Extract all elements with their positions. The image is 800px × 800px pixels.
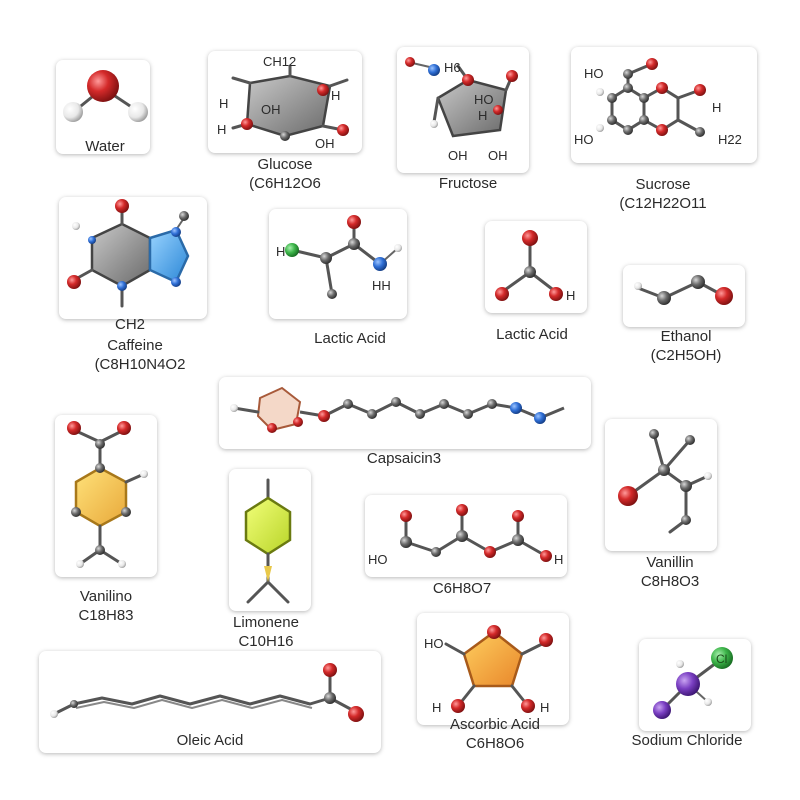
sucrose-molecule: HO H HO H22 xyxy=(571,47,757,163)
fructose-sticker: H6 H OH OH HO xyxy=(397,47,529,173)
sodium-chloride-sticker: Cl xyxy=(639,639,751,731)
caffeine-molecule xyxy=(59,197,207,319)
fructose-name: Fructose xyxy=(438,175,498,192)
vanilino-molecule xyxy=(55,415,157,577)
water-name: Water xyxy=(85,138,125,155)
oleic-acid-molecule xyxy=(39,651,381,753)
sucrose-ho-label: HO xyxy=(584,66,604,81)
limonene-name: Limonene xyxy=(233,614,299,631)
fructose-ho-label: HO xyxy=(474,92,494,107)
caffeine-ch2-label: CH2 xyxy=(114,316,145,333)
c6h8o7-h-label: H xyxy=(554,552,563,567)
fructose-h6-label: H6 xyxy=(444,60,461,75)
lactic-acid-2-name: Lactic Acid xyxy=(496,326,568,343)
vanilino-name: Vanilino xyxy=(79,588,133,605)
glucose-ch-label: CH12 xyxy=(263,54,296,69)
glucose-formula: (C6H12O6 xyxy=(249,175,321,192)
c6h8o7-ho-label: HO xyxy=(368,552,388,567)
ethanol-name: Ethanol xyxy=(660,328,712,345)
capsaicin-molecule xyxy=(219,377,591,449)
ascorbic-h-label: H xyxy=(432,700,441,715)
vanillin-formula: C8H8O3 xyxy=(640,573,700,590)
sucrose-formula: (C12H22O11 xyxy=(619,195,707,212)
ascorbic-acid-molecule: HO H H xyxy=(417,613,569,725)
ascorbic-h-label: H xyxy=(540,700,549,715)
glucose-oh-label: OH xyxy=(261,102,281,117)
vanillin-name: Vanillin xyxy=(646,554,694,571)
vanillin-molecule xyxy=(605,419,717,551)
glucose-h-label: H xyxy=(219,96,228,111)
glucose-h-label: H xyxy=(331,88,340,103)
ascorbic-acid-name: Ascorbic Acid xyxy=(449,716,541,733)
glucose-sticker: CH12 H OH H H OH xyxy=(205,48,365,153)
water-sticker xyxy=(48,52,158,162)
sucrose-h-label: H xyxy=(712,100,721,115)
chlorine-label: Cl xyxy=(716,652,727,666)
limonene-molecule xyxy=(229,469,311,611)
ethanol-formula: (C2H5OH) xyxy=(650,347,722,364)
sucrose-name: Sucrose xyxy=(635,176,691,193)
oleic-acid-name: Oleic Acid xyxy=(176,732,244,749)
ascorbic-acid-formula: C6H8O6 xyxy=(465,735,525,752)
c6h8o7-sticker: HO H xyxy=(365,495,567,577)
sodium-chloride-name: Sodium Chloride xyxy=(631,732,743,749)
lactic-1-hh-label: HH xyxy=(372,278,391,293)
fructose-h-label: H xyxy=(478,108,487,123)
chlorine-atom xyxy=(711,647,733,669)
glucose-molecule: CH12 H OH H H OH xyxy=(208,51,362,153)
oleic-acid-sticker xyxy=(39,651,381,753)
hydrogen-atom xyxy=(128,102,148,122)
vanilino-formula: C18H83 xyxy=(78,607,134,624)
sodium-atom xyxy=(676,672,700,696)
oxygen-atom xyxy=(87,70,119,102)
vanilino-sticker xyxy=(55,415,157,577)
water-molecule xyxy=(56,60,150,154)
sucrose-h22-label: H22 xyxy=(718,132,742,147)
fructose-oh-label: OH xyxy=(448,148,468,163)
vanillin-sticker xyxy=(605,419,717,551)
sucrose-sticker: HO H HO H22 xyxy=(571,47,757,163)
capsaicin-name: Capsaicin3 xyxy=(366,450,442,467)
lactic-acid-2-molecule: H xyxy=(485,221,587,313)
ethanol-molecule xyxy=(623,265,745,327)
lactic-acid-1-name: Lactic Acid xyxy=(314,330,386,347)
caffeine-name: Caffeine xyxy=(107,337,163,354)
glucose-h-label: H xyxy=(217,122,226,137)
ascorbic-ho-label: HO xyxy=(424,636,444,651)
fructose-oh-label: OH xyxy=(488,148,508,163)
ascorbic-acid-sticker: HO H H xyxy=(417,613,569,725)
c6h8o7-formula: C6H8O7 xyxy=(432,580,492,597)
glucose-name: Glucose xyxy=(257,156,313,173)
glucose-oh-label: OH xyxy=(315,136,335,151)
caffeine-formula: (C8H10N4O2 xyxy=(94,356,186,373)
lactic-acid-1-sticker: H HH xyxy=(268,208,408,319)
capsaicin-sticker xyxy=(219,377,591,449)
lactic-acid-2-sticker: H xyxy=(485,221,587,313)
limonene-sticker xyxy=(229,469,311,611)
limonene-formula: C10H16 xyxy=(238,633,294,650)
hydrogen-atom xyxy=(63,102,83,122)
ethanol-sticker xyxy=(623,265,745,327)
c6h8o7-molecule: HO H xyxy=(365,495,567,577)
sucrose-ho-label: HO xyxy=(574,132,594,147)
lactic-2-h-label: H xyxy=(566,288,575,303)
lactic-acid-1-molecule: H HH xyxy=(269,209,407,319)
lactic-1-h-label: H xyxy=(276,244,285,259)
fructose-molecule: H6 H OH OH HO xyxy=(397,47,529,173)
caffeine-sticker xyxy=(58,196,208,319)
sodium-chloride-molecule: Cl xyxy=(639,639,751,731)
